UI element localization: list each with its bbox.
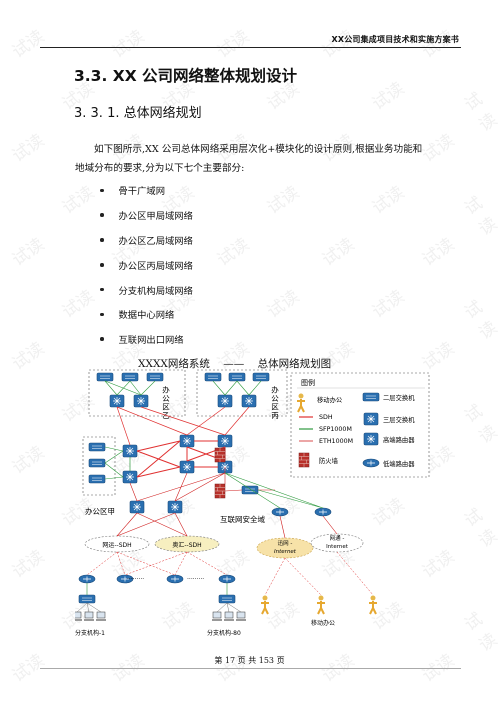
- branch-pcs: [71, 611, 247, 622]
- office-c-devices: [204, 372, 270, 408]
- branch-switches: [78, 594, 236, 604]
- office-b-zone: [88, 369, 186, 417]
- internet-left-label: Internet: [274, 549, 297, 555]
- sdh-right-label: 奥汇--SDH: [172, 541, 201, 549]
- list-item: 分支机构局域网络: [100, 277, 193, 302]
- header-rule: [40, 47, 461, 48]
- cloud-right-label: 网通 -: [330, 534, 345, 542]
- watermark-text: 试读: [318, 234, 359, 271]
- watermark-text: 试读: [368, 182, 409, 219]
- legend-sdh: SDH: [319, 414, 333, 421]
- internet-security-label: 互联网安全域: [220, 514, 265, 524]
- list-item: 数据中心网络: [100, 302, 193, 327]
- office-b-devices: [96, 372, 164, 408]
- watermark-text: 试读: [213, 650, 254, 687]
- list-item: 办公区丙局域网络: [100, 252, 193, 277]
- watermark-text: 试读: [8, 442, 49, 479]
- bullet-icon: [100, 287, 104, 292]
- watermark-text: 试读: [461, 193, 499, 240]
- bullet-icon: [100, 188, 104, 193]
- legend-title: 图例: [301, 378, 315, 387]
- legend-sfp: SFP1000M: [319, 426, 352, 433]
- watermark-text: 试读: [318, 650, 359, 687]
- cloud-left-label: 迅网 -: [278, 539, 293, 547]
- branch-ellipsis-2: .........: [187, 574, 204, 581]
- network-diagram: 办公区乙 办公区丙 办公区甲 互联网安全域 网运--SDH 奥汇--SDH 迅网…: [71, 367, 439, 645]
- legend-low-router: 低端路由器: [383, 459, 415, 468]
- list-item: 互联网出口网络: [100, 327, 193, 352]
- bullet-icon: [100, 238, 104, 242]
- legend-high-router: 高端路由器: [383, 435, 415, 444]
- watermark-text: 试读: [8, 650, 49, 687]
- watermark-text: 试读: [8, 546, 49, 583]
- page-header-title: XX公司集成项目技术和实施方案书: [331, 35, 459, 44]
- wan-routers: [129, 500, 183, 514]
- subsection-heading: 3. 3. 1. 总体网络规划: [74, 106, 202, 121]
- page-number: 第 17 页 共 153 页: [214, 656, 285, 665]
- watermark-text: 试读: [461, 609, 499, 656]
- internet-cloud-left: [256, 537, 314, 559]
- watermark-text: 试读: [368, 78, 409, 115]
- section-heading: 3.3. XX 公司网络整体规划设计: [74, 67, 298, 85]
- branch-n-label: 分支机构-80: [207, 629, 241, 637]
- watermark-text: 试读: [461, 505, 499, 552]
- watermark-text: 试读: [461, 401, 499, 448]
- watermark-text: 试读: [263, 286, 304, 323]
- internet-right-label: Internet: [326, 544, 349, 550]
- legend-l2-switch: 二层交换机: [383, 393, 415, 402]
- branch-ellipsis-1: .........: [127, 574, 144, 581]
- watermark-text: 试读: [213, 234, 254, 271]
- watermark-text: 试读: [418, 650, 459, 687]
- watermark-text: 试读: [8, 338, 49, 375]
- watermark-text: 试读: [263, 182, 304, 219]
- sdh-left-label: 网运--SDH: [102, 541, 131, 549]
- watermark-text: 试读: [58, 286, 99, 323]
- bullet-icon: [100, 337, 104, 341]
- branch-routers: [78, 574, 236, 584]
- bullet-icon: [100, 263, 104, 267]
- office-a-label: 办公区甲: [85, 506, 115, 516]
- figure-title: XXXX网络系统 —— 总体网络规划图: [138, 358, 332, 370]
- list-item: 骨干广域网: [100, 178, 193, 203]
- legend-l3-switch: 三层交换机: [383, 415, 415, 424]
- footer-rule: [40, 668, 461, 669]
- office-c-label: 办公区丙: [270, 385, 279, 421]
- watermark-text: 试读: [108, 26, 149, 63]
- edge-routers: [271, 507, 332, 517]
- watermark-text: 试读: [8, 234, 49, 271]
- watermark-text: 试读: [8, 26, 49, 63]
- watermark-text: 试读: [368, 286, 409, 323]
- list-item: 办公区乙局域网络: [100, 228, 193, 253]
- legend-firewall: 防火墙: [319, 456, 339, 465]
- watermark-text: 试读: [58, 182, 99, 219]
- bullet-icon: [100, 312, 104, 317]
- office-b-label: 办公区乙: [161, 385, 170, 420]
- bullet-icon: [100, 213, 104, 217]
- office-a-zone: [82, 436, 116, 496]
- office-c-zone: [196, 369, 288, 417]
- legend-box: [290, 372, 430, 478]
- legend-mobile: 移动办公: [317, 395, 343, 404]
- mobile-users: [260, 594, 378, 615]
- mobile-label: 移动办公: [311, 619, 335, 627]
- watermark-text: 试读: [8, 130, 49, 167]
- watermark-text: 试读: [461, 297, 499, 344]
- watermark-text: 试读: [461, 89, 499, 136]
- network-parts-list: 骨干广域网 办公区甲局域网络 办公区乙局域网络 办公区丙局域网络 分支机构局域网…: [100, 178, 193, 352]
- watermark-text: 试读: [213, 26, 254, 63]
- legend-eth: ETH1000M: [319, 438, 353, 445]
- list-item: 办公区甲局域网络: [100, 203, 193, 228]
- watermark-text: 试读: [418, 234, 459, 271]
- branch-1-label: 分支机构-1: [75, 629, 105, 637]
- body-paragraph: 如下图所示,XX 公司总体网络采用层次化+模块化的设计原则,根据业务功能和地域分…: [75, 144, 423, 174]
- watermark-text: 试读: [108, 650, 149, 687]
